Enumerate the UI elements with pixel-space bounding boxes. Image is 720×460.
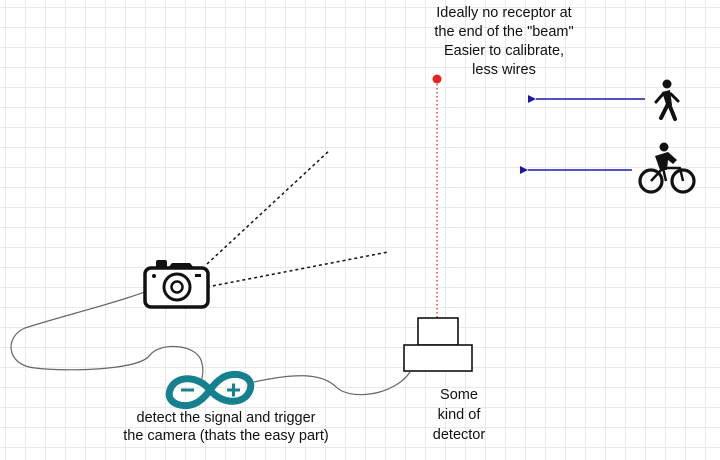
camera-icon bbox=[143, 260, 210, 309]
arduino-note-line-2: the camera (thats the easy part) bbox=[123, 428, 329, 444]
arduino-to-detector-wire bbox=[253, 371, 411, 396]
arduino-note-line-1: detect the signal and trigger bbox=[136, 410, 316, 426]
beam-dot bbox=[432, 74, 442, 84]
top-note-line-3: Easier to calibrate, bbox=[443, 43, 565, 59]
top-note-line-4: less wires bbox=[472, 62, 536, 78]
arduino-note: detect the signal and trigger the camera… bbox=[96, 409, 356, 445]
top-note-line-2: the end of the "beam" bbox=[434, 24, 574, 40]
detector-note-line-2: kind of bbox=[437, 407, 481, 423]
camera-to-arduino-wire bbox=[10, 289, 204, 385]
camera-view-line-lower bbox=[206, 251, 389, 288]
detector-box-icon bbox=[403, 317, 473, 372]
detector-note: Some kind of detector bbox=[414, 385, 504, 445]
detector-note-line-3: detector bbox=[432, 427, 486, 443]
detector-note-line-1: Some bbox=[440, 387, 478, 403]
arduino-logo-icon bbox=[165, 371, 255, 409]
top-note-line-1: Ideally no receptor at bbox=[436, 5, 572, 21]
walking-person-icon bbox=[654, 79, 680, 121]
camera-view-line-upper bbox=[206, 149, 331, 265]
bicycle-rider-icon bbox=[638, 142, 696, 194]
top-note: Ideally no receptor at the end of the "b… bbox=[404, 4, 604, 80]
